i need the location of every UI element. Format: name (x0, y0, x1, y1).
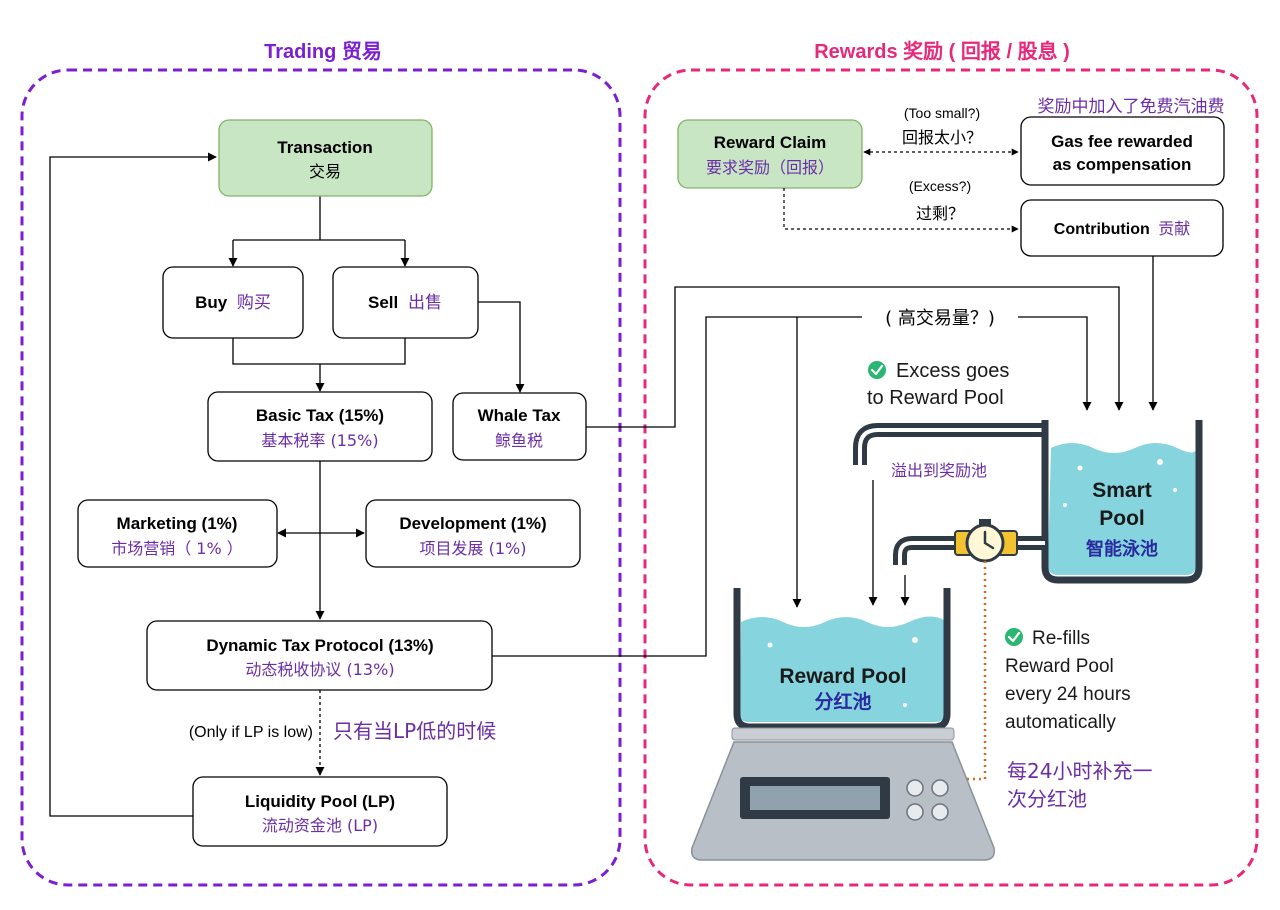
dynamic-tax-node: Dynamic Tax Protocol (13%) 动态税收协议 (13%) (146, 620, 493, 691)
contribution-label-zh: 贡献 (1158, 219, 1190, 238)
cross-connectors (492, 256, 1158, 657)
rewards-section-frame (643, 68, 1259, 887)
contribution-label: Contribution (1054, 221, 1150, 238)
gas-fee-label-zh: 奖励中加入了免费汽油费 (1038, 97, 1225, 117)
marketing-node: Marketing (1%) 市场营销（ 1% ） (77, 499, 278, 568)
refill-line-3: every 24 hours (1005, 684, 1131, 705)
reward-claim-label: Reward Claim (714, 133, 826, 152)
reward-connectors (783, 148, 1019, 233)
smart-pool-label-1: Smart (1092, 479, 1152, 502)
refill-label-zh-1: 每24小时补充一 (1007, 759, 1152, 783)
too-small-label: (Too small?) (904, 105, 980, 121)
smart-pool-label-zh: 智能泳池 (1086, 538, 1158, 560)
whale-tax-label-zh: 鲸鱼税 (495, 431, 543, 450)
gas-fee-node: Gas fee rewarded as compensation (1020, 116, 1225, 186)
sell-node: Sell 出售 (332, 266, 479, 339)
dynamic-tax-label-zh: 动态税收协议 (13%) (245, 660, 394, 679)
refill-line-4: automatically (1005, 712, 1116, 733)
reward-pool-label-zh: 分红池 (814, 690, 871, 713)
dynamic-tax-label: Dynamic Tax Protocol (13%) (206, 636, 433, 655)
gas-fee-label-1: Gas fee rewarded (1051, 132, 1193, 151)
reward-pool-label: Reward Pool (779, 665, 906, 688)
sell-label: Sell (368, 293, 398, 312)
marketing-label-zh: 市场营销（ 1% ） (111, 539, 243, 558)
only-if-lp-low-label: (Only if LP is low) (189, 724, 313, 741)
development-label-zh: 项目发展 (1%) (420, 539, 527, 558)
basic-tax-label: Basic Tax (15%) (256, 406, 384, 425)
transaction-label: Transaction (277, 138, 372, 157)
excess-goes-line-2: to Reward Pool (867, 387, 1004, 409)
reward-claim-node: Reward Claim 要求奖励（回报） (677, 119, 863, 189)
overflow-pipe (853, 423, 1045, 465)
transaction-label-zh: 交易 (309, 162, 341, 181)
buy-node: Buy 购买 (162, 266, 304, 339)
whale-tax-label: Whale Tax (478, 406, 561, 425)
reward-claim-label-zh: 要求奖励（回报） (706, 158, 834, 177)
gas-fee-label-2: as compensation (1053, 155, 1192, 174)
svg-text:Sell 出售: Sell 出售 (368, 293, 442, 313)
liquidity-pool-label-zh: 流动资金池 (LP) (262, 816, 378, 835)
smart-pool-tank: Smart Pool 智能泳池 (1041, 420, 1203, 584)
basic-tax-node: Basic Tax (15%) 基本税率 (15%) (207, 391, 433, 462)
refill-caption: Re-fills Reward Pool every 24 hours auto… (1005, 628, 1152, 811)
check-icon-2 (1005, 628, 1023, 646)
rewards-section-title: Rewards 奖励 ( 回报 / 股息 ) (814, 39, 1070, 63)
trading-section-title: Trading 贸易 (264, 40, 382, 63)
marketing-label: Marketing (1%) (117, 514, 238, 533)
high-volume-label: ( 高交易量？) (885, 308, 995, 329)
excess-label: (Excess?) (909, 178, 971, 194)
refill-label-zh-2: 次分红池 (1007, 787, 1087, 811)
svg-text:Buy 购买: Buy 购买 (195, 293, 271, 313)
development-label: Development (1%) (399, 514, 546, 533)
liquidity-pool-label: Liquidity Pool (LP) (245, 792, 395, 811)
overflow-label-zh: 溢出到奖励池 (891, 461, 987, 480)
reward-pool-tank: Reward Pool 分红池 (733, 588, 951, 731)
excess-goes-caption: Excess goes to Reward Pool (867, 360, 1009, 409)
trading-connectors (49, 152, 525, 817)
refill-line-1: Re-fills (1032, 628, 1090, 649)
excess-label-zh: 过剩？ (916, 204, 964, 223)
contribution-node: Contribution 贡献 (1020, 199, 1224, 257)
transaction-node: Transaction 交易 (218, 119, 433, 197)
smart-pool-label-2: Pool (1099, 507, 1145, 530)
whale-tax-node: Whale Tax 鲸鱼税 (452, 392, 587, 461)
outlet-pipe (893, 536, 1045, 565)
sell-label-zh: 出售 (408, 293, 442, 313)
excess-goes-line-1: Excess goes (896, 360, 1009, 382)
svg-text:Contribution 贡献: Contribution 贡献 (1054, 219, 1190, 238)
buy-label: Buy (195, 293, 228, 312)
refill-line-2: Reward Pool (1005, 656, 1114, 677)
too-small-label-zh: 回报太小？ (902, 128, 982, 147)
scale-icon (690, 727, 996, 861)
development-node: Development (1%) 项目发展 (1%) (365, 499, 581, 568)
liquidity-pool-node: Liquidity Pool (LP) 流动资金池 (LP) (192, 776, 448, 847)
basic-tax-label-zh: 基本税率 (15%) (261, 431, 378, 450)
pool-inflow-arrows (868, 480, 910, 606)
check-icon (868, 361, 886, 379)
only-if-lp-low-label-zh: 只有当LP低的时候 (333, 719, 496, 743)
trading-section-frame (20, 68, 622, 887)
valve-timer-icon (954, 519, 1018, 563)
refill-dotted-line (966, 561, 987, 781)
buy-label-zh: 购买 (237, 293, 271, 313)
